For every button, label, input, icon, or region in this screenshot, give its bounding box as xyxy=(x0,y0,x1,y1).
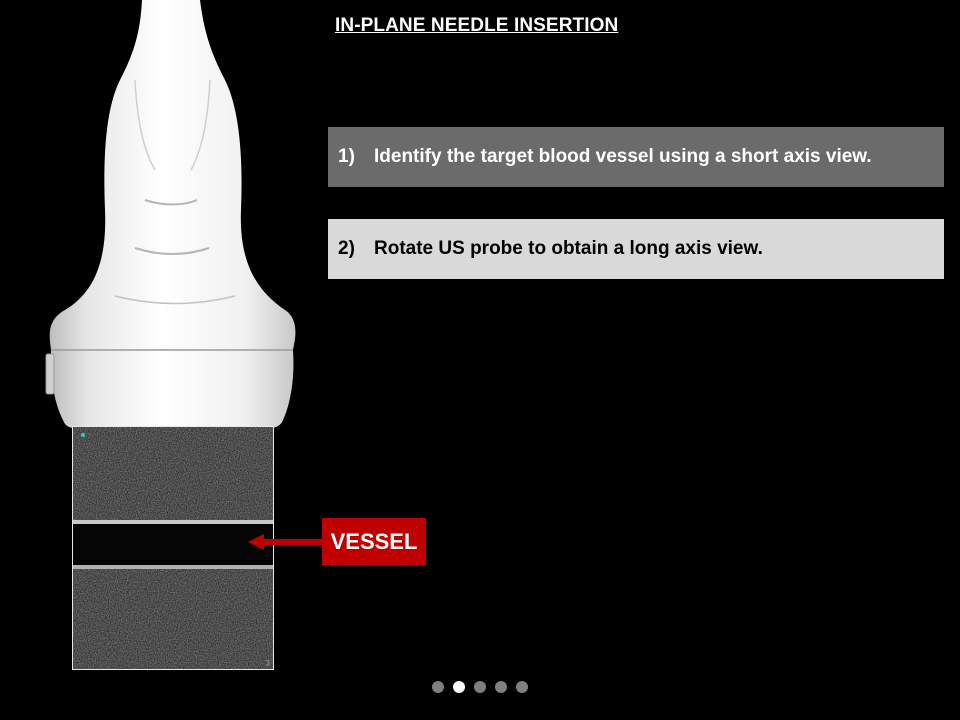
step-2-number: 2) xyxy=(338,238,355,259)
ultrasound-probe-image xyxy=(45,0,296,428)
pagination-dot-4[interactable] xyxy=(495,681,507,693)
step-1-text: Identify the target blood vessel using a… xyxy=(374,146,872,167)
pagination-dot-5[interactable] xyxy=(516,681,528,693)
step-1-number: 1) xyxy=(338,146,355,167)
slide-pagination xyxy=(432,681,528,693)
arrow-left-icon xyxy=(248,534,322,550)
pagination-dot-2[interactable] xyxy=(453,681,465,693)
step-1: 1) Identify the target blood vessel usin… xyxy=(328,127,944,187)
slide-title: IN-PLANE NEEDLE INSERTION xyxy=(335,15,619,36)
step-2: 2) Rotate US probe to obtain a long axis… xyxy=(328,219,944,279)
ultrasound-image: 3 xyxy=(72,426,274,670)
step-2-text: Rotate US probe to obtain a long axis vi… xyxy=(374,238,763,259)
vessel-label: VESSEL xyxy=(322,518,426,565)
pagination-dot-3[interactable] xyxy=(474,681,486,693)
ultrasound-corner-mark: 3 xyxy=(265,659,270,668)
pagination-dot-1[interactable] xyxy=(432,681,444,693)
